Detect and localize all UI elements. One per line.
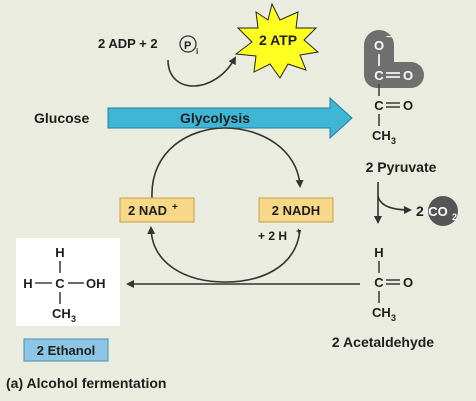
co2-bubble bbox=[428, 196, 458, 226]
atp-label: 2 ATP bbox=[259, 32, 297, 48]
acetaldehyde-methyl-subscript: 3 bbox=[391, 313, 396, 323]
glycolysis-label: Glycolysis bbox=[180, 110, 250, 126]
ethanol-label: 2 Ethanol bbox=[37, 343, 96, 358]
nad-box bbox=[119, 197, 195, 223]
figure-caption: (a) Alcohol fermentation bbox=[6, 375, 167, 391]
acetaldehyde-methyl: CH bbox=[372, 305, 391, 320]
nadh-to-nad-arc bbox=[147, 226, 301, 283]
phosphate-circle bbox=[179, 35, 197, 53]
acetaldehyde-hydrogen: H bbox=[374, 245, 383, 260]
pyruvate-carboxylate-charge: − bbox=[386, 32, 392, 43]
h-plus-superscript: + bbox=[296, 226, 301, 236]
glycolysis-arrow bbox=[107, 96, 353, 140]
atp-burst-icon bbox=[234, 2, 320, 79]
pyruvate-methyl: CH bbox=[372, 128, 391, 143]
pyruvate-label: 2 Pyruvate bbox=[366, 159, 437, 175]
adp-to-atp-arrow bbox=[167, 56, 236, 87]
co2-label: CO bbox=[428, 204, 448, 219]
h-plus-label: + 2 H bbox=[258, 229, 287, 243]
nad-to-nadh-arc bbox=[151, 127, 304, 199]
co2-release-arrow bbox=[377, 195, 412, 214]
nadh-label: 2 NADH bbox=[272, 203, 320, 218]
ethanol-left-hydrogen: H bbox=[23, 276, 32, 291]
ethanol-hydroxyl: OH bbox=[86, 276, 106, 291]
pyruvate-methyl-subscript: 3 bbox=[391, 136, 396, 146]
phosphate-label: P bbox=[184, 40, 191, 52]
glucose-label: Glucose bbox=[34, 110, 89, 126]
acetaldehyde-oxygen: O bbox=[403, 275, 413, 290]
nad-superscript: + bbox=[172, 202, 178, 213]
phosphate-subscript: i bbox=[196, 47, 198, 56]
acetaldehyde-label: 2 Acetaldehyde bbox=[332, 334, 434, 350]
adp-label: 2 ADP + 2 bbox=[98, 36, 158, 51]
ethanol-structure-box bbox=[16, 238, 120, 326]
ethanol-methyl: CH bbox=[52, 306, 71, 321]
ethanol-top-hydrogen: H bbox=[55, 245, 64, 260]
ethanol-label-box bbox=[23, 338, 109, 362]
pyruvate-carboxylate-oxygen: O bbox=[374, 38, 384, 53]
pyruvate-carbonyl-oxygen: O bbox=[403, 98, 413, 113]
ethanol-carbon: C bbox=[55, 276, 65, 291]
pyruvate-carboxyl-carbon: C bbox=[374, 68, 384, 83]
pyruvate-carboxyl-oxygen: O bbox=[403, 68, 413, 83]
pyruvate-highlight-branch bbox=[364, 62, 424, 88]
co2-subscript: 2 bbox=[452, 212, 457, 222]
ethanol-methyl-subscript: 3 bbox=[71, 314, 76, 324]
nadh-box bbox=[258, 197, 334, 223]
nad-label: 2 NAD bbox=[128, 203, 167, 218]
acetaldehyde-carbon: C bbox=[374, 275, 384, 290]
co2-coefficient: 2 bbox=[416, 203, 424, 219]
pyruvate-carbonyl-carbon: C bbox=[374, 98, 384, 113]
